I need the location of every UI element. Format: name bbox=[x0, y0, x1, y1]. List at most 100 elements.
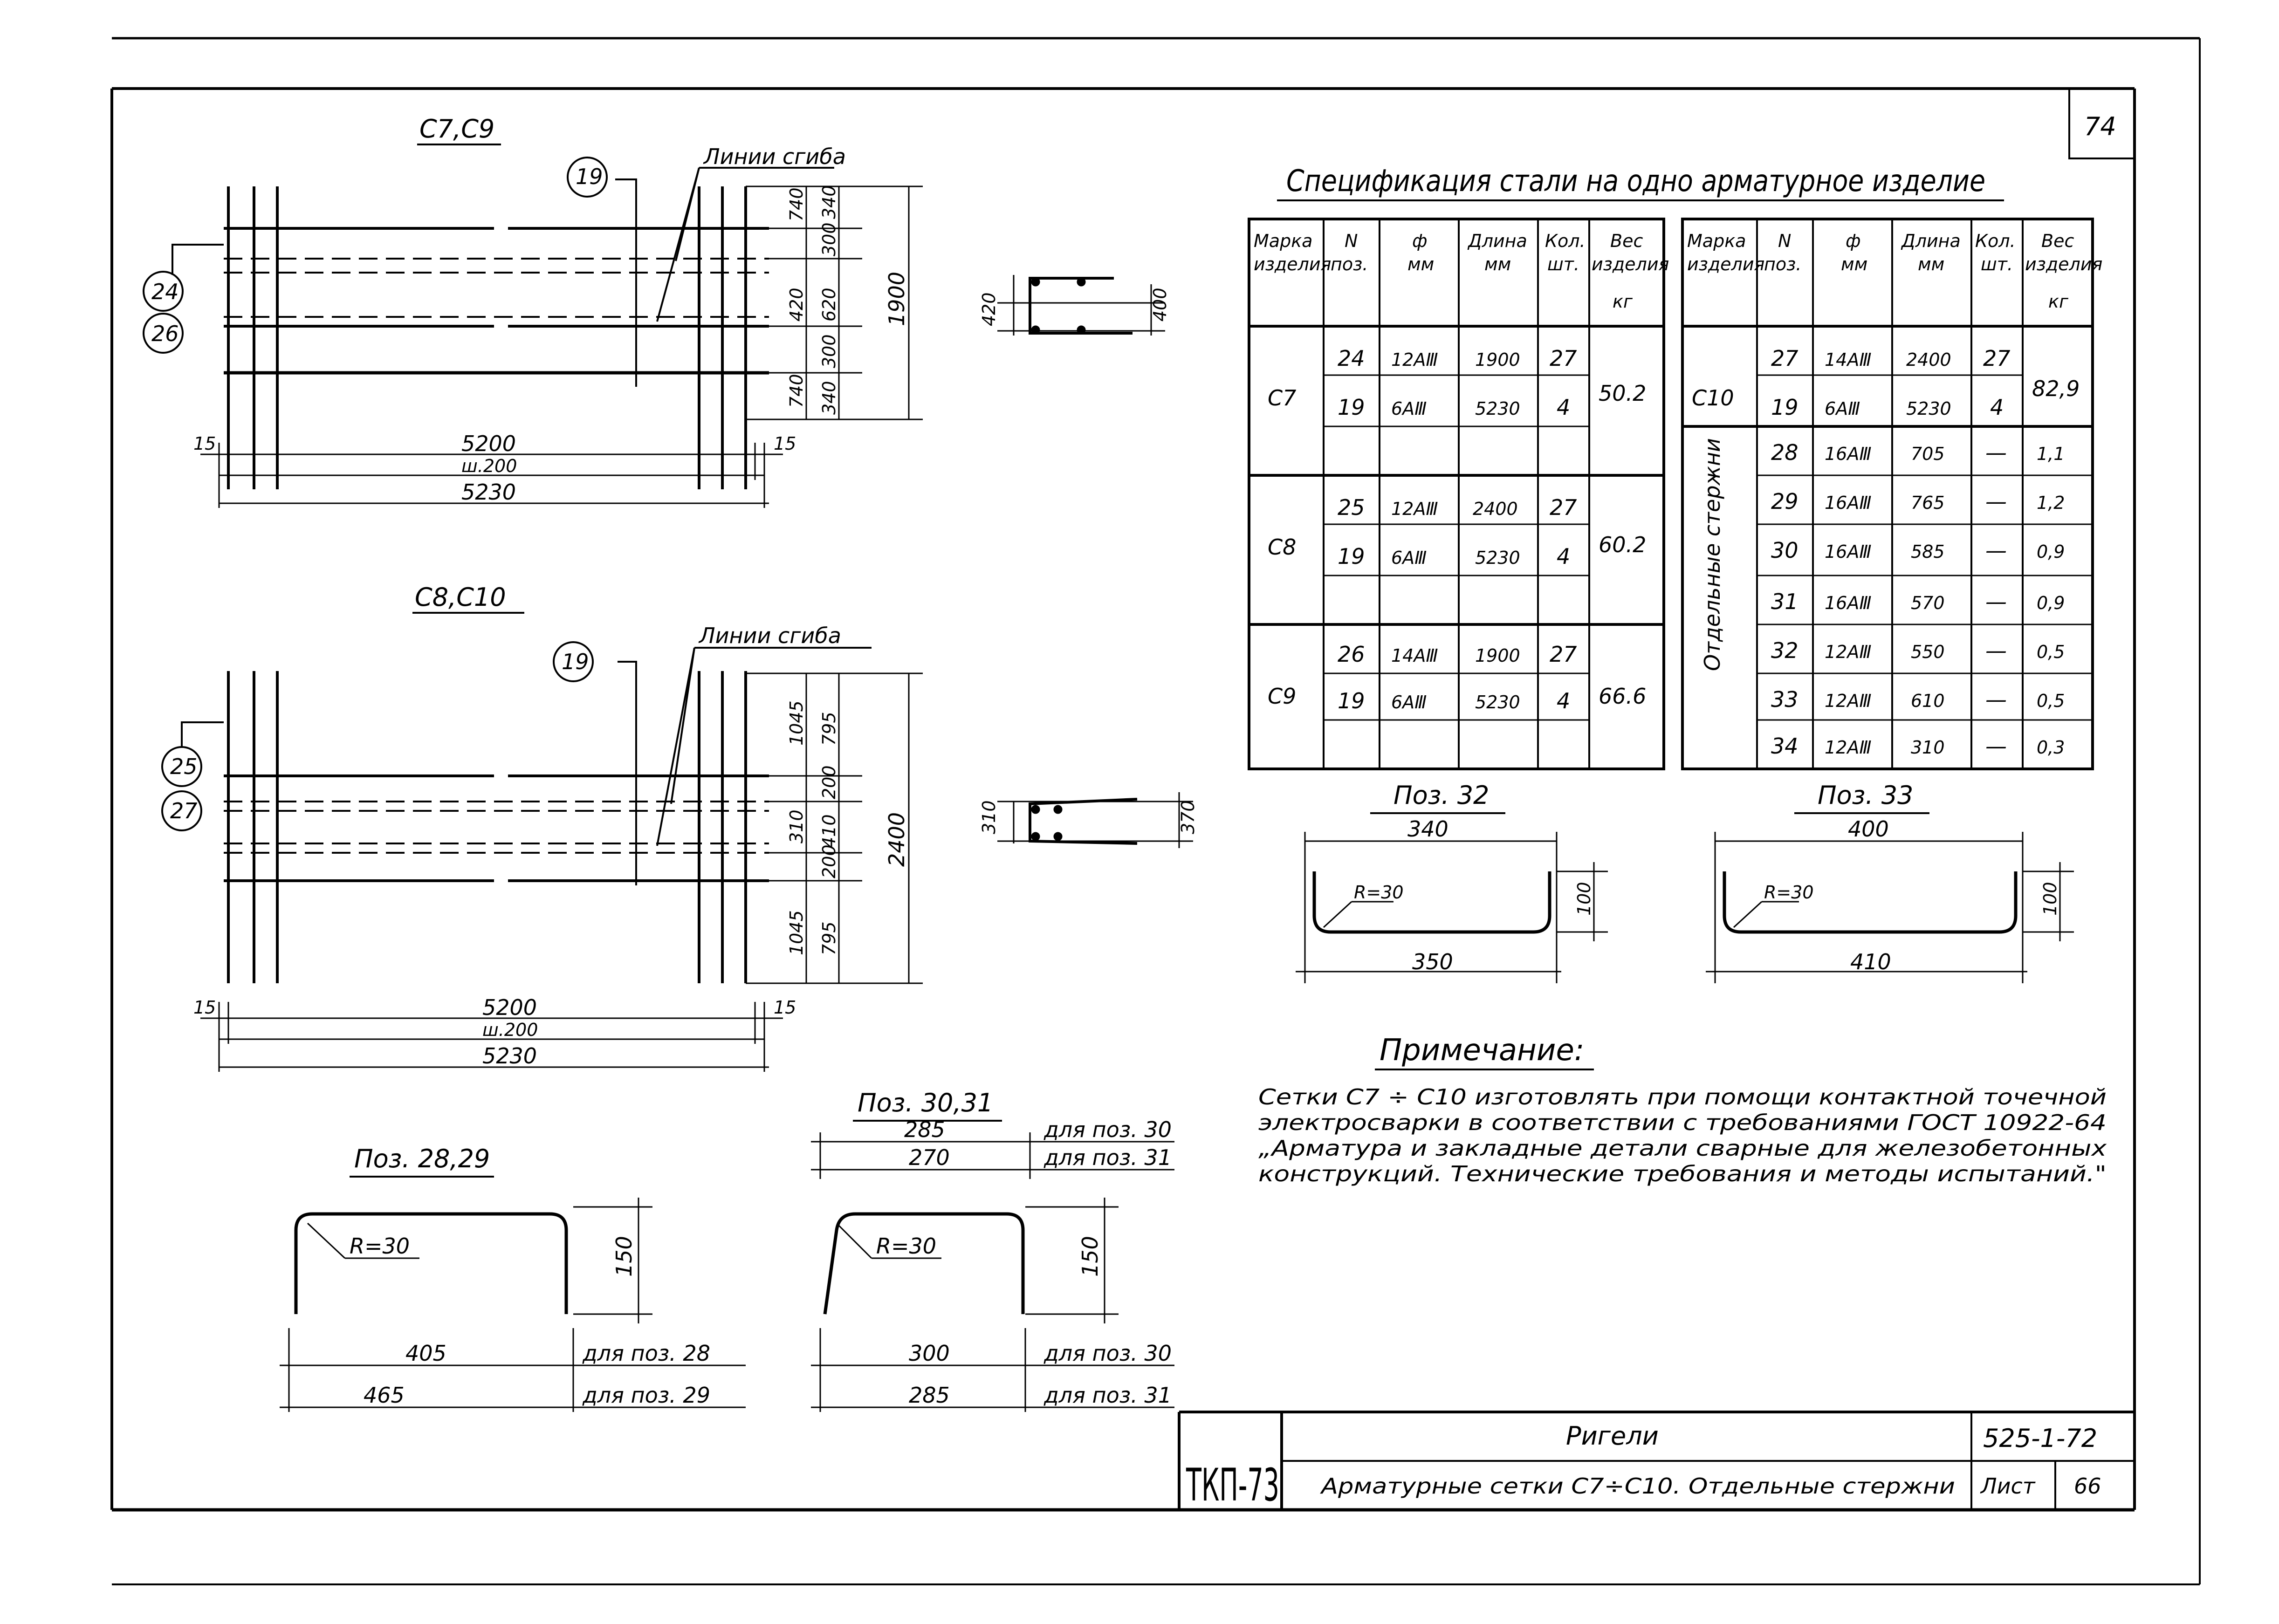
dim-200-b: 200 bbox=[819, 844, 839, 878]
detail-32-height: 100 bbox=[1574, 882, 1594, 916]
hdr-pos-l2: поз. bbox=[1331, 254, 1368, 274]
detail-33-bottom: 410 bbox=[1850, 949, 1891, 974]
dim-620: 620 bbox=[819, 288, 839, 322]
pos-label-24: 24 bbox=[151, 279, 179, 304]
note-line: конструкций. Технические требования и ме… bbox=[1258, 1161, 2107, 1186]
pos-bubble-19-top bbox=[567, 157, 608, 198]
cell-pos: 25 bbox=[1338, 495, 1365, 520]
detail-title-28-29: Поз. 28,29 bbox=[354, 1144, 490, 1173]
separate-bar-dia: 12АⅢ bbox=[1825, 642, 1872, 662]
hdr-dia-l2: мм bbox=[1407, 254, 1434, 274]
drawing-subtitle: Арматурные сетки С7÷С10. Отдельные стерж… bbox=[1320, 1473, 1955, 1499]
dim-410: 410 bbox=[819, 814, 839, 848]
separate-bar-wt: 0,5 bbox=[2037, 642, 2065, 662]
cell-dia: 12АⅢ bbox=[1391, 349, 1438, 370]
dim-5230-bottom: 5230 bbox=[482, 1043, 537, 1069]
cell-weight: 66.6 bbox=[1599, 684, 1646, 709]
detail-28-d2-note: для поз. 29 bbox=[582, 1383, 710, 1408]
stamp-code: ТКП-73 bbox=[1186, 1459, 1279, 1511]
dim-2400: 2400 bbox=[884, 812, 909, 867]
cell-qty: 27 bbox=[1550, 642, 1577, 667]
cell-pos: 19 bbox=[1338, 395, 1365, 420]
hdr-mark-r2: изделия bbox=[1687, 254, 1764, 274]
separate-bar-pos: 31 bbox=[1771, 589, 1798, 614]
cell-weight: 60.2 bbox=[1599, 532, 1646, 557]
separate-bar-dia: 12АⅢ bbox=[1825, 737, 1872, 758]
cell-dia: 6АⅢ bbox=[1391, 548, 1427, 568]
dim-740-a: 740 bbox=[786, 187, 807, 221]
dim-1045-a: 1045 bbox=[786, 700, 807, 746]
dim-310: 310 bbox=[786, 809, 807, 843]
dim-340-b: 340 bbox=[819, 381, 839, 415]
separate-bar-wt: 0,5 bbox=[2037, 691, 2065, 711]
hdr-pos-r1: N bbox=[1778, 231, 1791, 251]
section-bottom-right-dim: 370 bbox=[1178, 800, 1198, 834]
hdr-qty-r1: Кол. bbox=[1975, 231, 2016, 251]
detail-30-t1: 285 bbox=[904, 1117, 945, 1142]
cell-qty: 27 bbox=[1983, 346, 2011, 371]
sheet-number: 74 bbox=[2084, 112, 2116, 141]
detail-30-radius: R=30 bbox=[876, 1233, 936, 1259]
detail-28-radius: R=30 bbox=[350, 1233, 410, 1259]
sheet-page: 66 bbox=[2074, 1473, 2101, 1499]
dim-340-a: 340 bbox=[819, 185, 839, 219]
mark-c8: С8 bbox=[1268, 534, 1296, 560]
doc-number: 525-1-72 bbox=[1983, 1424, 2097, 1453]
hdr-wt-r3: кг bbox=[2048, 291, 2069, 312]
mesh-title-c8-c10: С8,С10 bbox=[415, 582, 506, 612]
hdr-mark-l1: Марка bbox=[1254, 231, 1312, 251]
detail-30-b1: 300 bbox=[909, 1341, 950, 1366]
spec-headers-left: Марка изделия N поз. ф мм Длина мм Кол. … bbox=[1254, 231, 1669, 312]
cell-pos: 19 bbox=[1338, 544, 1365, 569]
bend-lines-label-bottom: Линии сгиба bbox=[698, 623, 841, 648]
pos-bubble-27 bbox=[161, 790, 202, 831]
cell-pos: 19 bbox=[1338, 688, 1365, 713]
spec-group-c8: С8 25 12АⅢ 2400 27 19 6АⅢ 5230 4 60.2 bbox=[1268, 495, 1646, 569]
mark-c10: С10 bbox=[1692, 385, 1734, 411]
separate-bar-dia: 16АⅢ bbox=[1825, 541, 1872, 562]
detail-30-t2: 270 bbox=[909, 1145, 950, 1170]
section-bottom bbox=[997, 792, 1193, 848]
dim-15-left-bottom: 15 bbox=[193, 997, 216, 1018]
hdr-qty-l2: шт. bbox=[1547, 254, 1579, 274]
dim-1045-b: 1045 bbox=[786, 910, 807, 955]
separate-bar-len: 585 bbox=[1911, 541, 1945, 562]
separate-bar-wt: 0,9 bbox=[2037, 541, 2065, 562]
cell-len: 5230 bbox=[1475, 548, 1520, 568]
spec-headers-right: Марка изделия N поз. ф мм Длина мм Кол. … bbox=[1687, 231, 2102, 312]
cell-pos: 19 bbox=[1771, 395, 1798, 420]
hdr-wt-l3: кг bbox=[1613, 291, 1633, 312]
detail-28-d2: 465 bbox=[364, 1383, 405, 1408]
separate-bar-len: 705 bbox=[1911, 444, 1945, 464]
separate-bar-wt: 0,3 bbox=[2037, 737, 2065, 758]
bend-lines-label-top: Линии сгиба bbox=[703, 144, 846, 169]
detail-pos-30-31: Поз. 30,31 285 для поз. 30 270 для поз. … bbox=[811, 1088, 1174, 1412]
separate-bar-dia: 16АⅢ bbox=[1825, 593, 1872, 613]
section-top-right-dim: 400 bbox=[1150, 288, 1170, 322]
detail-33-height: 100 bbox=[2040, 882, 2060, 916]
pos-label-27: 27 bbox=[170, 798, 198, 823]
detail-title-32: Поз. 32 bbox=[1393, 781, 1489, 810]
dim-795-b: 795 bbox=[819, 921, 839, 955]
separate-bar-len: 570 bbox=[1911, 593, 1945, 613]
rebar-lines bbox=[224, 178, 769, 489]
detail-28-height: 150 bbox=[611, 1236, 637, 1277]
dim-1900: 1900 bbox=[884, 272, 909, 326]
cell-pos: 24 bbox=[1338, 346, 1365, 371]
spec-table bbox=[1248, 218, 2094, 770]
dim-15-left-top: 15 bbox=[193, 433, 216, 454]
hdr-pos-l1: N bbox=[1345, 231, 1358, 251]
cell-qty: 4 bbox=[1557, 688, 1570, 713]
detail-pos-28-29: Поз. 28,29 R=30 150 405 для поз. 28 465 … bbox=[280, 1144, 746, 1412]
cell-dia: 14АⅢ bbox=[1391, 645, 1438, 666]
hdr-pos-r2: поз. bbox=[1764, 254, 1801, 274]
spec-group-c10: С10 27 14АⅢ 2400 27 19 6АⅢ 5230 4 82,9 bbox=[1692, 346, 2080, 420]
detail-32-top: 340 bbox=[1407, 816, 1448, 842]
detail-30-t2-note: для поз. 31 bbox=[1043, 1145, 1172, 1170]
dim-795-a: 795 bbox=[819, 712, 839, 746]
mesh-c7-c9: С7,С9 Линии сгиба bbox=[143, 114, 923, 508]
pos-label-19-top: 19 bbox=[576, 164, 603, 189]
detail-pos-33: Поз. 33 400 410 100 R=30 bbox=[1706, 781, 2074, 983]
cell-qty: 4 bbox=[1557, 544, 1570, 569]
spec-title: Спецификация стали на одно арматурное из… bbox=[1286, 164, 1985, 199]
